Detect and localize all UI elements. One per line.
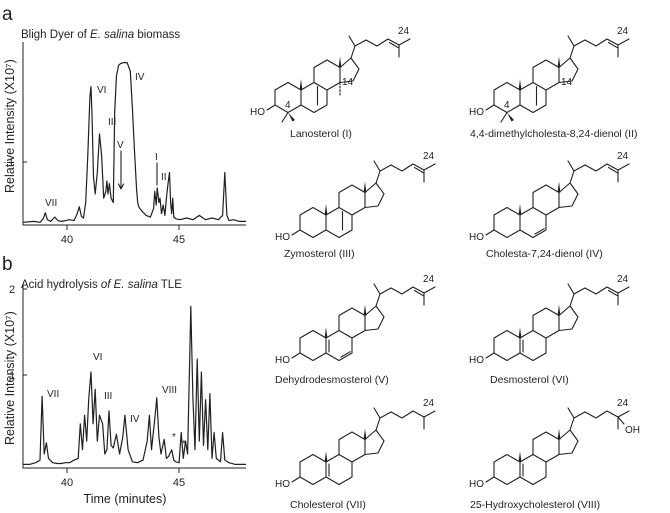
structure-name: Cholesta-7,24-dienol (IV) [486, 248, 603, 260]
peak-label-a-III: III [108, 117, 116, 128]
structure-zymosterol: 24 HO Zymosterol (III) [275, 151, 436, 260]
svg-text:HO: HO [469, 355, 484, 366]
chart-b-title-suffix: TLE [158, 279, 182, 291]
svg-text:24: 24 [423, 151, 435, 162]
structure-name: Lanosterol (I) [290, 128, 352, 140]
chart-b-ytick-label-2: 2 [9, 284, 15, 296]
peak-label-b-III: III [104, 391, 112, 402]
panel-letter-a: a [2, 4, 13, 25]
chart-b-axes [22, 284, 246, 469]
structure-dehydrodesmosterol: 24 HO Dehydrodesmosterol (V) [275, 274, 436, 386]
chart-b-title-prefix: Acid hydrolysis [21, 279, 101, 291]
svg-text:24: 24 [617, 398, 629, 409]
chart-b-xtick-label-40: 40 [61, 477, 73, 489]
chart-b: b Acid hydrolysis of E. salina TLE 1 2 4… [2, 254, 246, 506]
svg-text:OH: OH [625, 425, 640, 436]
chart-b-series-line [23, 305, 246, 465]
structure-name: Dehydrodesmosterol (V) [275, 374, 389, 386]
chart-b-xtick-label-45: 45 [173, 477, 185, 489]
structure-name: 4,4-dimethylcholesta-8,24-dienol (II) [470, 128, 638, 140]
structure-name: Zymosterol (III) [284, 248, 355, 260]
svg-text:24: 24 [398, 26, 410, 37]
chart-a-xtick-label-45: 45 [173, 234, 185, 246]
peak-label-b-VI: VI [93, 352, 102, 363]
svg-text:HO: HO [275, 355, 290, 366]
chart-b-ytick-label-1: 1 [9, 370, 15, 382]
chart-a-title-prefix: Bligh Dyer of [21, 29, 90, 41]
svg-text:24: 24 [423, 398, 435, 409]
peak-label-b-IV: IV [130, 414, 140, 425]
structure-name: 25-Hydroxycholesterol (VIII) [470, 499, 600, 511]
svg-text:24: 24 [617, 274, 629, 285]
chart-a-title-species: E. salina [90, 29, 134, 41]
chart-a-xtick-label-40: 40 [61, 234, 73, 246]
svg-text:HO: HO [469, 107, 484, 118]
svg-text:4: 4 [285, 100, 291, 111]
structure-name: Cholesterol (VII) [290, 499, 366, 511]
chart-a-axes [22, 42, 246, 226]
peak-label-b-VIII: VIII [162, 385, 177, 396]
structure-cholestadienol: 24 HO Cholesta-7,24-dienol (IV) [469, 151, 630, 260]
peak-label-b-star-1: * [172, 432, 176, 443]
chart-a-series-line [22, 62, 246, 223]
peak-arrow-a-V [117, 150, 125, 190]
peak-label-a-V: V [117, 140, 124, 151]
structure-dimethylcholestadienol: 24 14 4 HO 4,4-dimethylcholesta-8,24-die… [469, 26, 638, 140]
svg-text:HO: HO [250, 107, 265, 118]
chart-a-ylabel: Relative Intensity (X10⁷) [3, 59, 17, 193]
chart-b-xlabel: Time (minutes) [84, 492, 167, 506]
svg-text:24: 24 [423, 274, 435, 285]
chart-a: a Bligh Dyer of E. salina biomass 1 40 4… [2, 4, 246, 246]
svg-text:HO: HO [275, 232, 290, 243]
structure-lanosterol: 24 14 4 HO Lanosterol (I) [250, 26, 411, 140]
peak-label-b-star-2: * [182, 439, 186, 450]
structure-hydroxycholesterol: 24 HO OH 25-Hydroxycholesterol (VIII) [469, 398, 640, 511]
svg-text:14: 14 [561, 77, 573, 88]
svg-text:HO: HO [469, 479, 484, 490]
peak-label-b-VII: VII [47, 389, 59, 400]
peak-label-a-II: II [161, 172, 167, 183]
structure-cholesterol: 24 HO Cholesterol (VII) [275, 398, 436, 511]
svg-text:4: 4 [504, 100, 510, 111]
panel-letter-b: b [2, 254, 13, 275]
peak-label-a-I: I [155, 152, 158, 163]
chart-a-title: Bligh Dyer of E. salina biomass [21, 29, 180, 41]
peak-label-a-IV: IV [135, 72, 145, 83]
peak-label-a-VII: VII [45, 198, 57, 209]
chart-b-title: Acid hydrolysis of E. salina TLE [21, 279, 182, 291]
svg-text:14: 14 [342, 77, 354, 88]
structure-desmosterol: 24 HO Desmosterol (VI) [469, 274, 630, 386]
chart-b-ylabel: Relative Intensity (X10⁷) [3, 311, 17, 445]
svg-text:24: 24 [617, 151, 629, 162]
svg-text:24: 24 [617, 26, 629, 37]
chart-b-title-species: of E. salina [101, 279, 158, 291]
svg-text:HO: HO [469, 232, 484, 243]
chart-a-ytick-label-1: 1 [8, 157, 14, 169]
chart-a-title-suffix: biomass [134, 29, 180, 41]
structure-name: Desmosterol (VI) [490, 374, 569, 386]
svg-text:HO: HO [275, 479, 290, 490]
peak-label-a-VI: VI [97, 85, 106, 96]
